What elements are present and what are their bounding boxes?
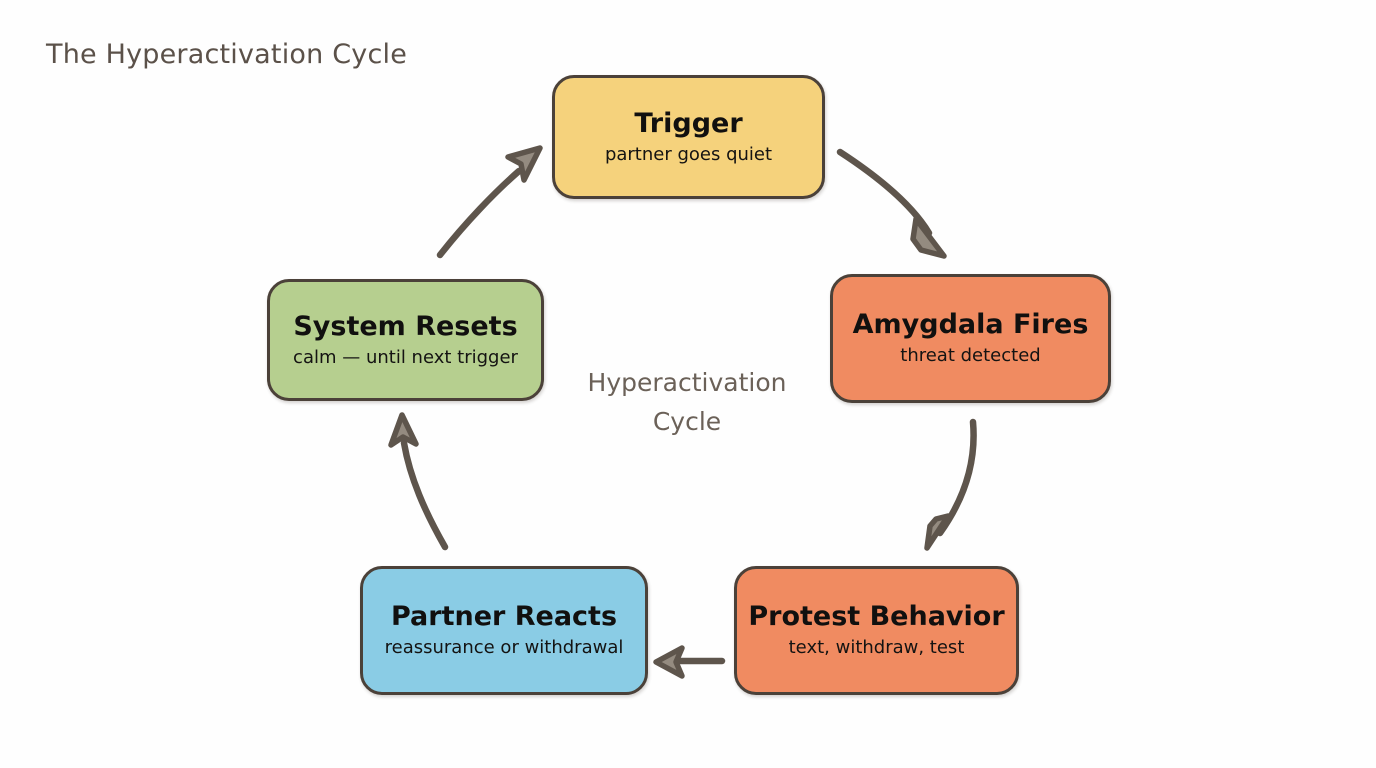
node-protest-title: Protest Behavior xyxy=(748,601,1005,633)
node-partner-subtitle: reassurance or withdrawal xyxy=(384,637,624,659)
node-partner-title: Partner Reacts xyxy=(390,601,618,633)
arrow-trigger-to-amygdala xyxy=(836,148,947,259)
node-reset-subtitle: calm — until next trigger xyxy=(293,346,518,368)
arrow-protest-to-partner xyxy=(653,645,726,679)
node-amygdala-subtitle: threat detected xyxy=(900,345,1041,367)
node-protest-subtitle: text, withdraw, test xyxy=(788,637,965,659)
node-system-resets[interactable]: System Resets calm — until next trigger xyxy=(267,279,544,401)
center-label-line-2: Cycle xyxy=(652,407,722,436)
arrow-partner-to-reset xyxy=(388,412,449,551)
center-label-line-1: Hyperactivation xyxy=(587,368,787,397)
node-reset-title: System Resets xyxy=(293,310,518,342)
arrow-reset-to-trigger xyxy=(436,145,543,259)
node-trigger-title: Trigger xyxy=(634,107,743,139)
node-partner-reacts[interactable]: Partner Reacts reassurance or withdrawal xyxy=(360,566,648,695)
page-title: The Hyperactivation Cycle xyxy=(46,39,408,70)
center-cycle-label: Hyperactivation Cycle xyxy=(562,363,812,441)
node-trigger[interactable]: Trigger partner goes quiet xyxy=(552,75,825,199)
node-protest-behavior[interactable]: Protest Behavior text, withdraw, test xyxy=(734,566,1019,695)
arrow-amygdala-to-protest xyxy=(924,418,977,551)
node-amygdala-title: Amygdala Fires xyxy=(852,309,1089,341)
node-amygdala-fires[interactable]: Amygdala Fires threat detected xyxy=(830,274,1111,403)
node-trigger-subtitle: partner goes quiet xyxy=(604,143,773,165)
